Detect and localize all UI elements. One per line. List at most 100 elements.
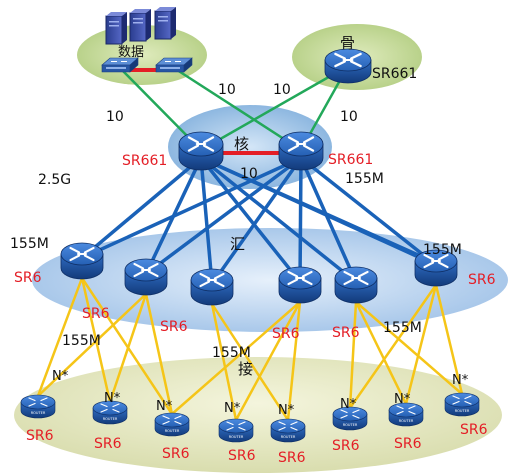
- core-left-router-label: SR661: [122, 153, 167, 169]
- zone-label-aggregation: 汇: [230, 235, 245, 253]
- trunk-link: [80, 156, 203, 260]
- core-right-rate-label: 155M: [345, 171, 384, 187]
- access-link: [144, 292, 174, 416]
- core-left-rate-label: 2.5G: [38, 172, 71, 188]
- core-interlink-label: 10: [240, 166, 258, 182]
- agg-left-rate-label: 155M: [10, 236, 49, 252]
- aggregation-router-label: SR6: [332, 325, 360, 341]
- access-count-mark: N*: [278, 403, 295, 418]
- access-count-mark: N*: [156, 399, 173, 414]
- access-router: ROUTER: [270, 418, 306, 443]
- trunk-link: [199, 156, 438, 265]
- access-link: [36, 292, 148, 398]
- access-link: [210, 302, 290, 422]
- access-links: [36, 276, 464, 422]
- backbone-router-label: SR661: [372, 66, 417, 82]
- trunk-link: [299, 156, 358, 284]
- aggregation-router-label: SR6: [468, 272, 496, 288]
- access-link: [170, 300, 302, 416]
- aggregation-router: [60, 242, 104, 280]
- uplink-link: [172, 66, 303, 152]
- uplink-label-left-b: 10: [106, 109, 124, 125]
- access-link: [434, 283, 464, 396]
- aggregation-router-label: SR6: [160, 319, 188, 335]
- aggregation-zone: [32, 228, 508, 332]
- aggregation-router: [190, 268, 234, 306]
- uplink-label-right-b: 10: [340, 109, 358, 125]
- access-router-label: SR6: [26, 428, 54, 444]
- access-link: [80, 276, 174, 416]
- access-right-rate-label: 155M: [383, 320, 422, 336]
- access-router: ROUTER: [332, 406, 368, 431]
- access-router-label: SR6: [394, 436, 422, 452]
- zone-label-core: 核: [234, 135, 249, 153]
- access-router: ROUTER: [20, 394, 56, 419]
- trunk-link: [210, 156, 303, 286]
- access-link: [404, 283, 438, 406]
- router-small-label: ROUTER: [165, 429, 180, 433]
- access-router-label: SR6: [162, 446, 190, 462]
- aggregation-router-label: SR6: [272, 326, 300, 342]
- router-small-label: ROUTER: [343, 423, 358, 427]
- server-rack-icon: [105, 7, 176, 45]
- dc-switch-left: [101, 57, 139, 73]
- router-small-label: ROUTER: [281, 435, 296, 439]
- aggregation-router-label: SR6: [14, 270, 42, 286]
- core-router-left: [178, 131, 224, 171]
- trunk-links: [80, 156, 438, 286]
- aggregation-router: [414, 249, 458, 287]
- router-small-label: ROUTER: [399, 419, 414, 423]
- access-link: [286, 300, 302, 422]
- access-router-label: SR6: [278, 450, 306, 466]
- router-small-label: ROUTER: [103, 417, 118, 421]
- zone-label-access: 接: [238, 360, 253, 378]
- access-count-mark: N*: [340, 397, 357, 412]
- zone-label-backbone: 骨: [340, 34, 355, 52]
- trunk-link: [299, 156, 438, 267]
- trunk-link: [199, 156, 302, 284]
- trunk-link: [144, 156, 303, 276]
- dc-switch-right: [155, 57, 193, 73]
- access-link: [354, 300, 408, 406]
- access-link: [354, 300, 464, 396]
- access-router-label: SR6: [332, 438, 360, 454]
- access-router-label: SR6: [228, 448, 256, 464]
- uplink-label-right-a: 10: [273, 82, 291, 98]
- device-layer: ROUTER ROUTER ROUTER ROUTER ROUTER ROUTER ROUT…: [20, 48, 480, 443]
- aggregation-router: [278, 266, 322, 304]
- access-router: ROUTER: [444, 392, 480, 417]
- access-count-mark: N*: [52, 369, 69, 384]
- access-router: ROUTER: [154, 412, 190, 437]
- aggregation-router-label: SR6: [82, 306, 110, 322]
- access-router-label: SR6: [94, 436, 122, 452]
- access-left-rate-label: 155M: [62, 333, 101, 349]
- access-link: [348, 300, 358, 410]
- access-link: [210, 302, 238, 422]
- trunk-link: [199, 156, 214, 286]
- backbone-router: [324, 48, 372, 84]
- aggregation-router: [334, 266, 378, 304]
- uplink-link: [199, 64, 350, 152]
- router-small-label: ROUTER: [229, 435, 244, 439]
- access-router: ROUTER: [388, 402, 424, 427]
- trunk-link: [199, 156, 358, 284]
- core-router-right: [278, 131, 324, 171]
- access-zone: [14, 357, 502, 473]
- aggregation-router: [124, 258, 168, 296]
- trunk-link: [80, 156, 303, 260]
- agg-right-rate-label: 155M: [423, 242, 462, 258]
- access-count-mark: N*: [104, 391, 121, 406]
- access-count-mark: N*: [394, 392, 411, 407]
- core-right-router-label: SR661: [328, 152, 373, 168]
- trunk-link: [298, 156, 303, 284]
- router-small-label: ROUTER: [31, 411, 46, 415]
- access-router-label: SR6: [460, 422, 488, 438]
- access-count-mark: N*: [224, 401, 241, 416]
- access-router: ROUTER: [218, 418, 254, 443]
- router-small-label: ROUTER: [455, 409, 470, 413]
- access-router: ROUTER: [92, 400, 128, 425]
- access-link: [108, 292, 148, 404]
- access-link: [234, 300, 302, 422]
- uplink-label-left-a: 10: [218, 82, 236, 98]
